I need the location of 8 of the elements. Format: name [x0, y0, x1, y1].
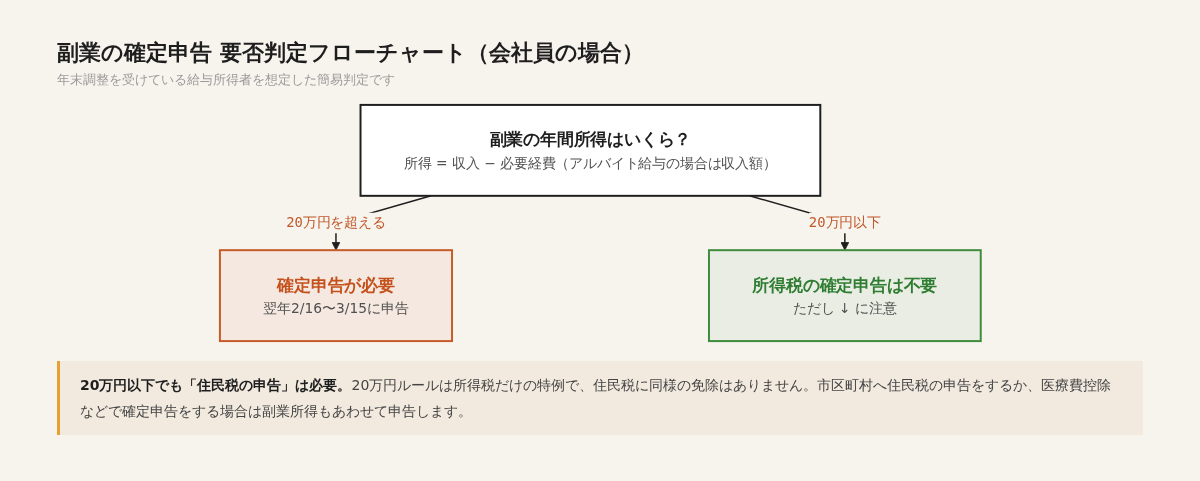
question-box: 副業の年間所得はいくら？ 所得 = 収入 − 必要経費（アルバイト給与の場合は収入額）	[359, 103, 821, 197]
result-box: 所得税の確定申告は不要 ただし ↓ に注意	[707, 249, 982, 343]
result-box: 確定申告が必要 翌年2/16〜3/15に申告	[218, 249, 453, 343]
edge-label: 20万円以下	[808, 212, 881, 234]
note-panel: 20万円以下でも「住民税の申告」は必要。20万円ルールは所得税だけの特例で、住民税に同様の免除はありません。市区町村へ住民税の申告をするか、医療費控除などで確定申告をする場合は副業所得もあわせて申告します。	[57, 361, 1143, 435]
subtitle: 年末調整を受けている給与所得者を想定した簡易判定です	[57, 71, 395, 89]
diagram-title: 副業の確定申告 要否判定フローチャート（会社員の場合）	[57, 39, 644, 67]
edge-label: 20万円を超える	[285, 212, 386, 234]
